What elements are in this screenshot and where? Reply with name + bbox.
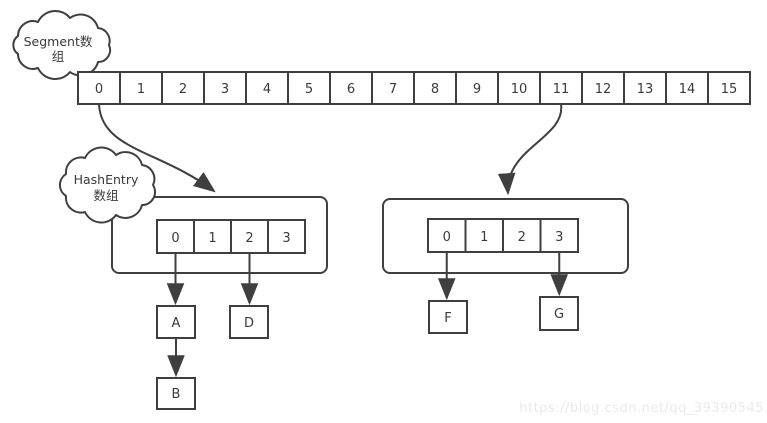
segment-cell-label: 1 xyxy=(137,82,145,97)
segment-cell xyxy=(707,71,751,105)
segment-cloud-label-line1: Segment数 xyxy=(24,34,93,49)
bucket-cell-label: 1 xyxy=(480,230,488,245)
left-bucket-array: 0 1 2 3 xyxy=(156,219,306,254)
bucket-cell-label: 1 xyxy=(208,231,216,246)
node-box xyxy=(156,377,196,410)
segment-cell xyxy=(119,71,163,105)
arrow-segment0-to-left-bucket xyxy=(98,103,216,193)
node-f: F xyxy=(428,300,468,334)
bucket-cell-label: 3 xyxy=(555,230,563,245)
segment-cell xyxy=(665,71,709,105)
bucket-cell-label: 0 xyxy=(443,230,451,245)
segment-cell-label: 7 xyxy=(389,82,397,97)
segment-cell xyxy=(245,71,289,105)
node-box xyxy=(156,305,196,339)
segment-cell xyxy=(623,71,667,105)
arrow-segment11-to-right-bucket xyxy=(497,103,563,196)
bucket-cell xyxy=(156,219,195,254)
segment-cell-label: 13 xyxy=(637,82,654,97)
bucket-cell-label: 3 xyxy=(282,231,290,246)
node-d: D xyxy=(229,305,269,339)
cloud-shape xyxy=(59,146,157,224)
node-label: A xyxy=(172,316,181,331)
bucket-cell xyxy=(267,219,306,254)
bucket-cell xyxy=(464,218,504,253)
segment-cell xyxy=(203,71,247,105)
hashentry-cloud-label-line1: HashEntry xyxy=(74,172,139,187)
segment-array: 0 1 2 3 4 5 6 7 8 9 10 11 12 13 14 15 xyxy=(77,71,751,105)
watermark-text: https://blog.csdn.net/qq_39390545 xyxy=(519,401,764,416)
segment-cell-label: 10 xyxy=(511,82,528,97)
segment-cell-label: 4 xyxy=(263,82,271,97)
segment-cell-label: 6 xyxy=(347,82,355,97)
node-box xyxy=(229,305,269,339)
node-box xyxy=(428,300,468,334)
segment-cell-label: 5 xyxy=(305,82,313,97)
hashentry-cloud: HashEntry 数组 xyxy=(59,146,157,224)
segment-cell xyxy=(329,71,373,105)
segment-cell-label: 12 xyxy=(595,82,612,97)
node-a: A xyxy=(156,305,196,339)
segment-cell-label: 3 xyxy=(221,82,229,97)
segment-cell-label: 15 xyxy=(721,82,738,97)
node-label: D xyxy=(244,316,254,331)
segment-cell-label: 2 xyxy=(179,82,187,97)
segment-cell-label: 11 xyxy=(553,82,570,97)
node-g: G xyxy=(539,296,579,331)
bucket-cell-label: 0 xyxy=(171,231,179,246)
node-b: B xyxy=(156,377,196,410)
segment-cell-label: 8 xyxy=(431,82,439,97)
segment-cell-label: 0 xyxy=(95,82,103,97)
bucket-cell-label: 2 xyxy=(518,230,526,245)
right-bucket-array: 0 1 2 3 xyxy=(427,218,579,253)
segment-cell xyxy=(539,71,583,105)
bucket-cell-label: 2 xyxy=(245,231,253,246)
hashentry-cloud-label-line2: 数组 xyxy=(93,188,118,203)
node-label: B xyxy=(172,387,181,402)
node-box xyxy=(539,296,579,331)
bucket-cell xyxy=(502,218,542,253)
segment-cell-label: 14 xyxy=(679,82,696,97)
segment-cell xyxy=(287,71,331,105)
node-label: G xyxy=(554,307,564,322)
segment-cloud: Segment数 组 xyxy=(12,9,112,81)
segment-cloud-label-line2: 组 xyxy=(52,49,65,64)
node-label: F xyxy=(444,311,451,326)
segment-cell-label: 9 xyxy=(473,82,481,97)
